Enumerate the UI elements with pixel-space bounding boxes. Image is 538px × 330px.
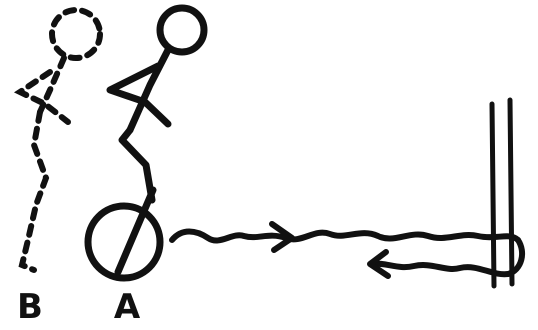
figure-a-unicyclist bbox=[88, 8, 204, 278]
unicycle-post bbox=[118, 190, 153, 272]
figure-a-head bbox=[160, 8, 204, 52]
goal-post-right bbox=[510, 100, 512, 284]
figure-a-label: A bbox=[114, 287, 141, 327]
goal-posts bbox=[492, 100, 512, 286]
figure-b-leg bbox=[22, 112, 46, 270]
motion-path bbox=[172, 224, 522, 276]
figure-b-label: B bbox=[17, 287, 43, 327]
unicycle-wheel bbox=[88, 206, 160, 278]
outbound-wavy-line bbox=[172, 232, 518, 241]
figure-b-head bbox=[52, 10, 100, 58]
goal-post-left bbox=[492, 104, 494, 286]
return-wavy-line bbox=[372, 264, 508, 275]
figure-a-leg bbox=[122, 130, 152, 200]
